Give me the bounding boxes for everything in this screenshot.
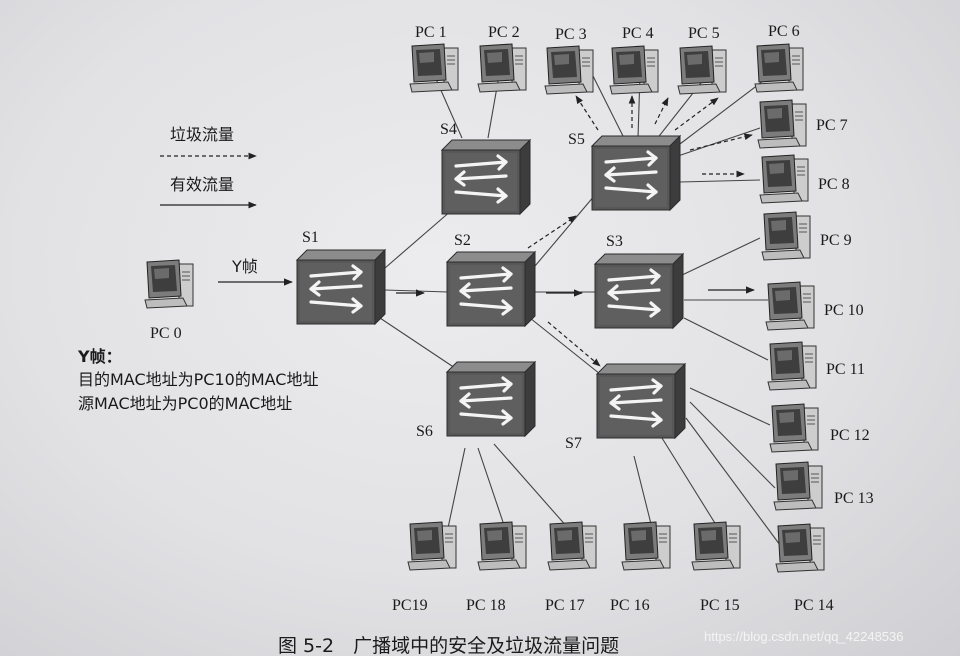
- traffic-arrows: [218, 95, 755, 367]
- label-s3: S3: [606, 233, 623, 250]
- label-pc16: PC 16: [610, 597, 650, 614]
- label-s6: S6: [416, 423, 433, 440]
- label-pc5: PC 5: [688, 25, 720, 42]
- pc-8: [759, 154, 809, 204]
- legend-valid-label: 有效流量: [170, 175, 234, 194]
- pc-12: [769, 403, 819, 453]
- junk-arrow-s2-s7: [547, 321, 601, 367]
- label-pc6: PC 6: [768, 23, 800, 40]
- label-pc14: PC 14: [794, 597, 834, 614]
- label-pc12: PC 12: [830, 427, 870, 444]
- label-pc0: PC 0: [150, 325, 182, 342]
- label-s2: S2: [454, 232, 471, 249]
- label-pc10: PC 10: [824, 302, 864, 319]
- label-s7: S7: [565, 435, 582, 452]
- label-pc17: PC 17: [545, 597, 585, 614]
- junk-arrow-pc3: [575, 95, 599, 131]
- pc-19: [407, 521, 457, 571]
- switch-s2: [445, 250, 537, 328]
- pc-10: [765, 281, 815, 331]
- label-pc9: PC 9: [820, 232, 852, 249]
- pc-18: [477, 521, 527, 571]
- legend: [160, 152, 257, 209]
- switch-s1: [295, 248, 387, 326]
- switch-s7: [595, 362, 687, 440]
- label-pc1: PC 1: [415, 24, 447, 41]
- watermark: https://blog.csdn.net/qq_42248536: [704, 629, 904, 644]
- junk-arrow-pc7: [689, 133, 753, 151]
- figure-caption: 图 5-2 广播域中的安全及垃圾流量问题: [278, 635, 619, 656]
- label-s1: S1: [302, 229, 319, 246]
- pc-13: [773, 461, 823, 511]
- label-pc4: PC 4: [622, 25, 654, 42]
- pc-16: [621, 521, 671, 571]
- switch-s6: [445, 360, 537, 438]
- pc-5: [677, 45, 727, 95]
- pc-17: [547, 521, 597, 571]
- labels: 垃圾流量 有效流量 Y帧 Y帧： 目的MAC地址为PC10的MAC地址 源MAC…: [77, 23, 904, 656]
- switch-s4: [440, 138, 532, 216]
- switch-s5: [590, 134, 682, 212]
- pc-14: [775, 523, 825, 573]
- label-pc15: PC 15: [700, 597, 740, 614]
- frame-label: Y帧: [231, 257, 258, 276]
- label-pc18: PC 18: [466, 597, 506, 614]
- junk-arrow-pc5: [654, 97, 669, 125]
- note-line2: 源MAC地址为PC0的MAC地址: [78, 394, 292, 413]
- label-pc11: PC 11: [826, 361, 865, 378]
- legend-junk-label: 垃圾流量: [170, 125, 234, 144]
- junk-arrow-pc6: [674, 97, 719, 131]
- switches: [295, 134, 687, 440]
- label-pc19: PC19: [392, 597, 428, 614]
- switch-s3: [593, 252, 685, 330]
- pc-6: [754, 43, 804, 93]
- pc-15: [691, 521, 741, 571]
- pc-9: [761, 211, 811, 261]
- label-pc7: PC 7: [816, 117, 848, 134]
- label-s4: S4: [440, 121, 457, 138]
- pc-3: [544, 45, 594, 95]
- pc-4: [609, 45, 659, 95]
- label-pc13: PC 13: [834, 490, 874, 507]
- pc-1: [409, 43, 459, 93]
- pc-11: [767, 341, 817, 391]
- pc-0: [144, 259, 194, 309]
- pc-2: [477, 43, 527, 93]
- label-pc3: PC 3: [555, 26, 587, 43]
- pc-7: [757, 99, 807, 149]
- junk-arrow-s2-s5: [527, 215, 577, 249]
- note-line1: 目的MAC地址为PC10的MAC地址: [78, 370, 318, 389]
- label-s5: S5: [568, 131, 585, 148]
- note-title: Y帧：: [77, 347, 122, 366]
- label-pc8: PC 8: [818, 176, 850, 193]
- label-pc2: PC 2: [488, 24, 520, 41]
